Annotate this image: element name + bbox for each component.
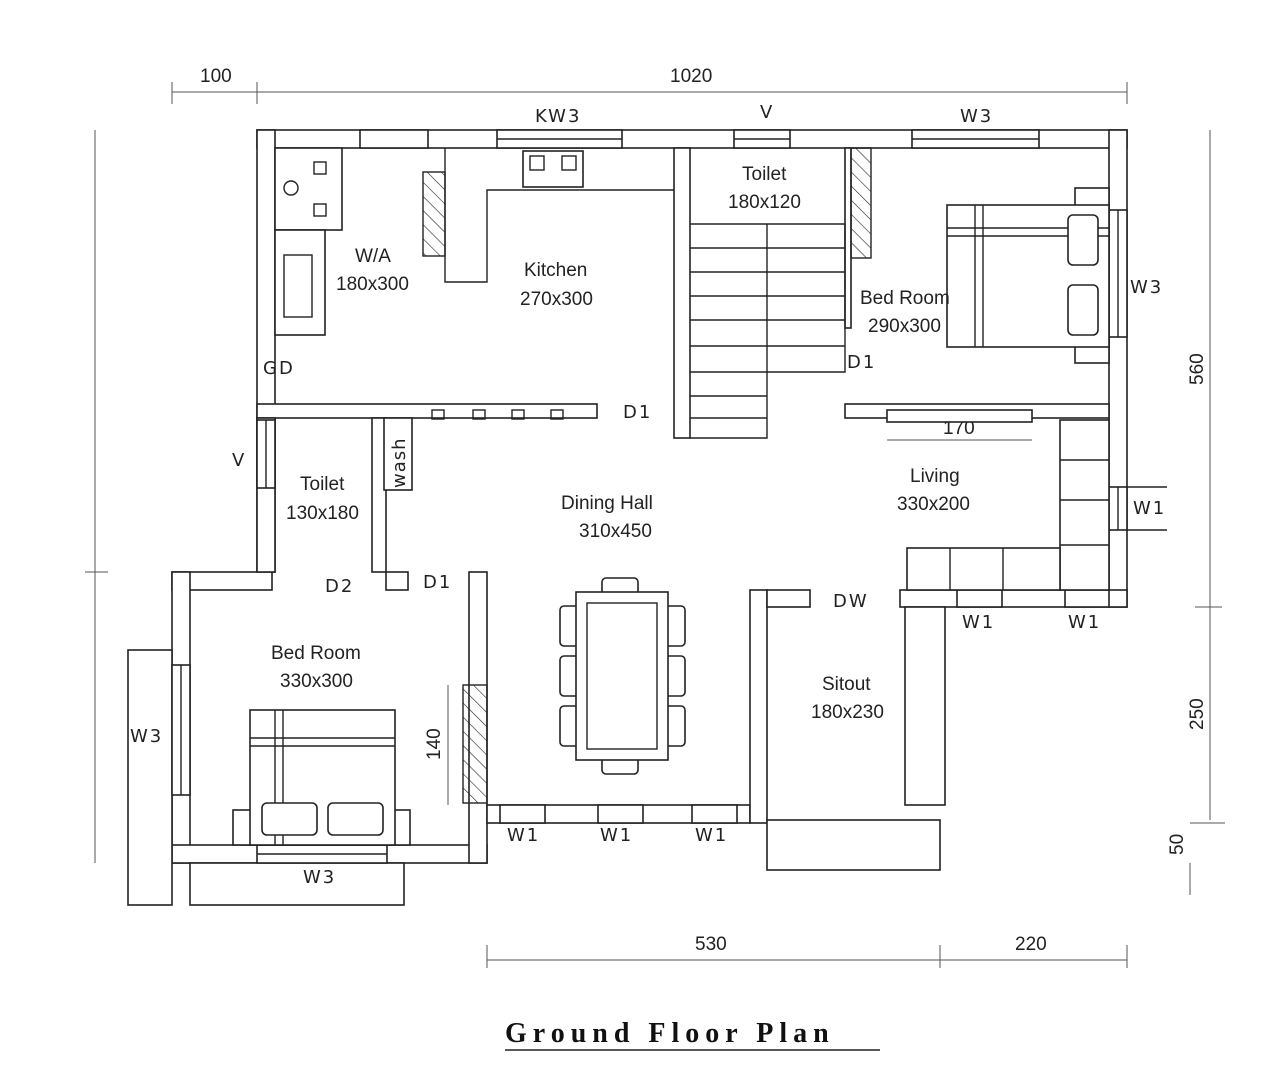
label-d1-toilet: D1 (423, 572, 452, 593)
plan-title: Ground Floor Plan (505, 1018, 835, 1049)
kitchen-counter (274, 147, 674, 336)
label-w1-a: W1 (507, 825, 540, 846)
dw-shelf (766, 589, 811, 608)
label-wash: wash (389, 437, 410, 488)
room-toilet-lower-size: 130x180 (286, 503, 359, 524)
room-toilet-lower-name: Toilet (300, 474, 345, 495)
label-d1-bedroom: D1 (847, 352, 876, 373)
label-w1-right: W1 (1133, 498, 1166, 519)
room-bedroom-lower-name: Bed Room (271, 643, 361, 664)
dim-top-main: 1020 (670, 66, 712, 87)
room-toilet-upper-name: Toilet (742, 164, 787, 185)
room-dining-size: 310x450 (579, 521, 652, 542)
dim-living-bench: 170 (943, 418, 975, 439)
hatched-column (422, 171, 446, 257)
hatched-column (462, 684, 488, 804)
wash-basin (383, 417, 413, 491)
living-sofa (886, 409, 1167, 591)
label-d2: D2 (325, 576, 354, 597)
room-bedroom-upper-size: 290x300 (868, 316, 941, 337)
label-v-top: V (760, 102, 774, 123)
label-w3-right: W3 (1130, 277, 1163, 298)
room-bedroom-upper-name: Bed Room (860, 288, 950, 309)
dining-table (559, 577, 686, 775)
bed-lower (232, 709, 411, 846)
dim-bottom-left: 530 (695, 934, 727, 955)
room-wa-name: W/A (355, 246, 391, 267)
label-d1-kitchen: D1 (623, 402, 652, 423)
room-labels: W/A 180x300 Kitchen 270x300 Toilet 180x1… (271, 164, 970, 723)
room-kitchen-name: Kitchen (524, 260, 587, 281)
bed-upper (946, 187, 1110, 364)
room-toilet-upper-size: 180x120 (728, 192, 801, 213)
label-w3-left: W3 (130, 726, 163, 747)
hatched-column (850, 147, 872, 259)
room-bedroom-lower-size: 330x300 (280, 671, 353, 692)
dimension-lines (85, 82, 1225, 968)
label-dw: DW (833, 591, 869, 612)
room-sitout-name: Sitout (822, 674, 871, 695)
room-living-size: 330x200 (897, 494, 970, 515)
staircase (690, 223, 846, 439)
label-w1-living-a: W1 (962, 612, 995, 633)
label-w3-top: W3 (960, 106, 993, 127)
dim-bedroom-wall: 140 (424, 728, 445, 760)
room-sitout-size: 180x230 (811, 702, 884, 723)
label-w3-bottom: W3 (303, 867, 336, 888)
dim-top-left: 100 (200, 66, 232, 87)
room-living-name: Living (910, 466, 960, 487)
dim-right-mid: 250 (1187, 698, 1208, 730)
label-w1-living-b: W1 (1068, 612, 1101, 633)
room-dining-name: Dining Hall (561, 493, 653, 514)
label-v-left: V (232, 450, 246, 471)
dim-bottom-right: 220 (1015, 934, 1047, 955)
label-gd: GD (263, 358, 295, 379)
label-kw3: KW3 (535, 106, 581, 127)
kitchen-shelf (431, 409, 564, 420)
dim-right-upper: 560 (1187, 353, 1208, 385)
label-w1-c: W1 (695, 825, 728, 846)
room-kitchen-size: 270x300 (520, 289, 593, 310)
room-wa-size: 180x300 (336, 274, 409, 295)
label-w1-b: W1 (600, 825, 633, 846)
opening-labels: KW3 V W3 W3 GD D1 D1 V wash D2 D1 W1 DW … (130, 102, 1166, 888)
windows (171, 129, 1128, 864)
dim-right-bottom: 50 (1167, 834, 1188, 855)
